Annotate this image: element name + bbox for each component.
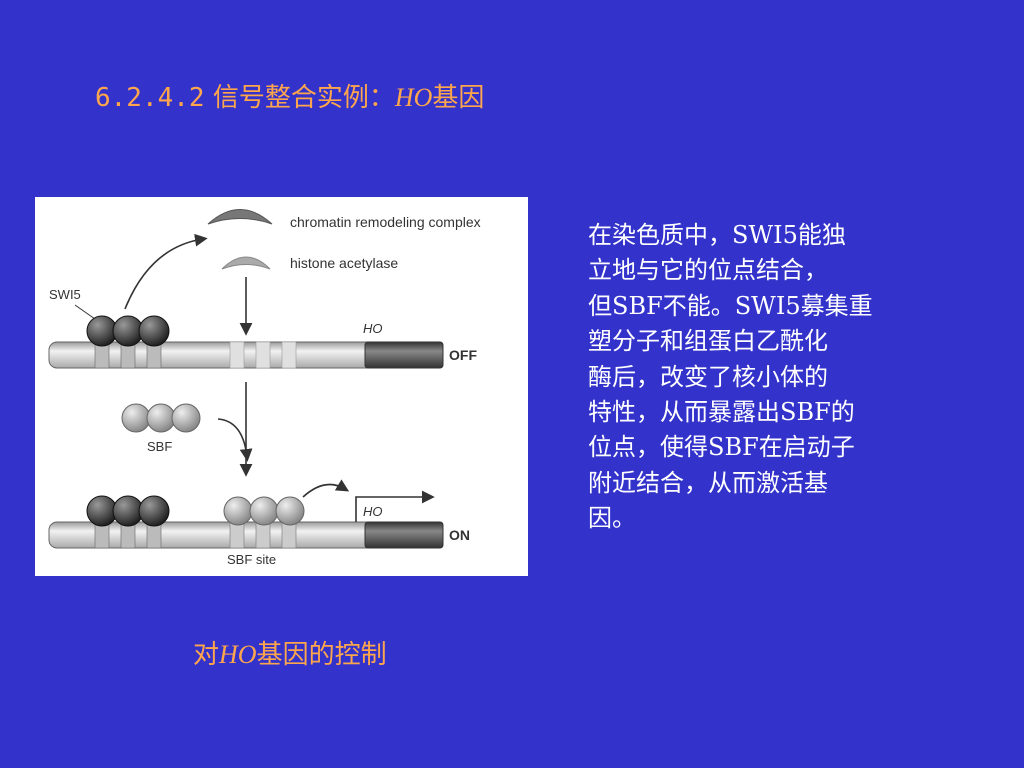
transcription-arrow bbox=[355, 490, 435, 522]
swi5-label: SWI5 bbox=[49, 287, 81, 302]
title-suffix: 基因 bbox=[432, 83, 485, 113]
explanation-line: 位点，使得SBF在启动子 bbox=[588, 433, 855, 462]
explanation-line: 塑分子和组蛋白乙酰化 bbox=[588, 327, 828, 356]
explanation-line: 在染色质中，SWI5能独 bbox=[588, 221, 846, 249]
sbf-site-label: SBF site bbox=[227, 552, 276, 567]
explanation-line: 酶后，改变了核小体的 bbox=[588, 362, 828, 391]
swi5-pointer bbox=[74, 304, 96, 320]
histone-acetylase-icon bbox=[221, 256, 271, 270]
sbf-label: SBF bbox=[147, 439, 172, 454]
recruitment-arrow bbox=[124, 233, 208, 310]
caption-prefix: 对 bbox=[193, 640, 220, 670]
caption-suffix: 基因的控制 bbox=[256, 640, 387, 670]
dna-on-state bbox=[48, 521, 444, 549]
sbf-bound-ball-3 bbox=[275, 496, 305, 526]
swi5-bound-ball-3 bbox=[138, 495, 170, 527]
chromatin-remodeling-complex-icon bbox=[207, 209, 273, 225]
acetylase-label: histone acetylase bbox=[290, 255, 398, 271]
explanation-line: 因。 bbox=[588, 504, 636, 533]
activation-arrow bbox=[302, 479, 350, 498]
title-text: 信号整合实例： bbox=[212, 83, 395, 113]
ho-gene-label-top: HO bbox=[363, 321, 383, 336]
explanation-text: 在染色质中，SWI5能独 立地与它的位点结合， 但SBF不能。SWI5募集重 塑… bbox=[588, 218, 958, 537]
ho-gene-label-bottom: HO bbox=[363, 504, 383, 519]
figure-caption: 对HO基因的控制 bbox=[193, 637, 387, 673]
ho-gene-diagram: chromatin remodeling complex histone ace… bbox=[35, 197, 528, 576]
explanation-line: 立地与它的位点结合， bbox=[588, 256, 828, 285]
ho-gene-diagram-svg: chromatin remodeling complex histone ace… bbox=[48, 209, 481, 567]
sbf-bound-ball-1 bbox=[223, 496, 253, 526]
swi5-ball-3 bbox=[138, 315, 170, 347]
sbf-ball-1 bbox=[121, 403, 151, 433]
slide-title: 6.2.4.2 信号整合实例：HO基因 bbox=[95, 80, 484, 116]
title-number: 6.2.4.2 bbox=[95, 83, 205, 113]
sbf-bound-ball-2 bbox=[249, 496, 279, 526]
sbf-ball-3 bbox=[171, 403, 201, 433]
sbf-ball-2 bbox=[146, 403, 176, 433]
sbf-binding-arrow bbox=[217, 418, 253, 462]
state-off-label: OFF bbox=[449, 347, 477, 363]
state-on-label: ON bbox=[449, 527, 470, 543]
explanation-line: 特性，从而暴露出SBF的 bbox=[588, 398, 855, 427]
explanation-line: 但SBF不能。SWI5募集重 bbox=[588, 291, 873, 320]
complex-label: chromatin remodeling complex bbox=[290, 214, 481, 230]
title-gene: HO bbox=[394, 83, 433, 112]
caption-gene: HO bbox=[219, 640, 257, 669]
dna-off-state bbox=[48, 341, 444, 369]
explanation-line: 附近结合，从而激活基 bbox=[588, 468, 828, 497]
